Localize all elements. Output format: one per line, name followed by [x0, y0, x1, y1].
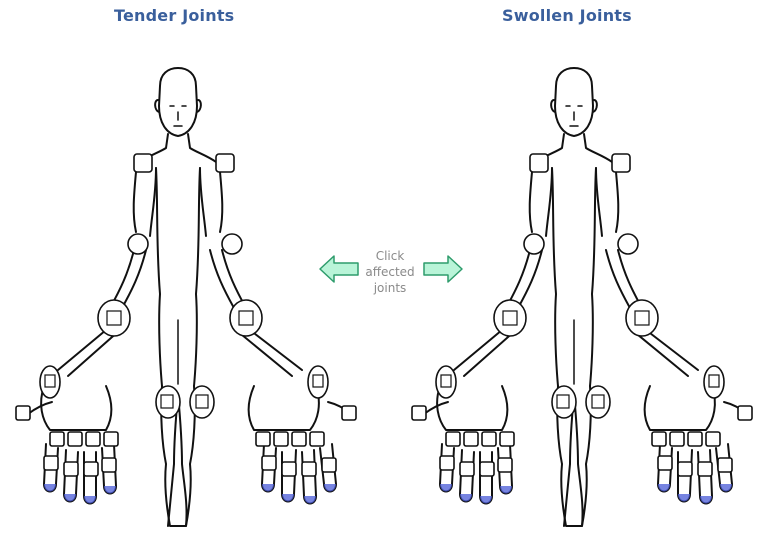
- hint-line-2: affected: [360, 264, 420, 280]
- joint-mcp-4-left[interactable]: [292, 432, 306, 446]
- swollen-joint-mcp-3-right[interactable]: [464, 432, 478, 446]
- joint-knee-left[interactable]: [190, 386, 214, 418]
- joint-mcp-2-left[interactable]: [256, 432, 270, 446]
- joint-shoulder-right[interactable]: [134, 154, 152, 172]
- joint-pip-4-right[interactable]: [84, 462, 98, 476]
- joint-wrist-right[interactable]: [98, 300, 130, 336]
- swollen-joint-wrist-right[interactable]: [494, 300, 526, 336]
- joint-thumb-cmc-left[interactable]: [308, 366, 328, 398]
- swollen-joint-thumb-ip-right[interactable]: [412, 406, 426, 420]
- swollen-joint-thumb-cmc-left[interactable]: [704, 366, 724, 398]
- swollen-joint-pip-2-left[interactable]: [658, 456, 672, 470]
- swollen-joint-shoulder-left[interactable]: [612, 154, 630, 172]
- tender-body-diagram: [10, 64, 370, 534]
- joint-thumb-cmc-right[interactable]: [40, 366, 60, 398]
- arrow-left-icon: [318, 254, 360, 284]
- click-hint: Click affected joints: [318, 248, 464, 300]
- swollen-joint-knee-right[interactable]: [552, 386, 576, 418]
- swollen-joint-mcp-2-left[interactable]: [652, 432, 666, 446]
- swollen-joint-mcp-5-left[interactable]: [706, 432, 720, 446]
- joint-wrist-left[interactable]: [230, 300, 262, 336]
- joint-elbow-left[interactable]: [222, 234, 242, 254]
- joint-shoulder-left[interactable]: [216, 154, 234, 172]
- joint-pip-5-left[interactable]: [322, 458, 336, 472]
- swollen-joint-shoulder-right[interactable]: [530, 154, 548, 172]
- swollen-joint-wrist-left[interactable]: [626, 300, 658, 336]
- swollen-joint-mcp-4-left[interactable]: [688, 432, 702, 446]
- joint-mcp-2-right[interactable]: [50, 432, 64, 446]
- swollen-joint-elbow-right[interactable]: [524, 234, 544, 254]
- swollen-joint-mcp-5-right[interactable]: [500, 432, 514, 446]
- hint-line-3: joints: [360, 280, 420, 296]
- swollen-joint-pip-5-right[interactable]: [498, 458, 512, 472]
- swollen-joint-pip-5-left[interactable]: [718, 458, 732, 472]
- swollen-joint-pip-4-left[interactable]: [698, 462, 712, 476]
- hint-line-1: Click: [360, 248, 420, 264]
- joint-thumb-ip-right[interactable]: [16, 406, 30, 420]
- hint-text: Click affected joints: [360, 248, 420, 296]
- joint-pip-3-left[interactable]: [282, 462, 296, 476]
- joint-knee-right[interactable]: [156, 386, 180, 418]
- joint-pip-4-left[interactable]: [302, 462, 316, 476]
- swollen-joint-pip-4-right[interactable]: [480, 462, 494, 476]
- swollen-joints-title: Swollen Joints: [502, 6, 632, 25]
- swollen-joint-thumb-cmc-right[interactable]: [436, 366, 456, 398]
- tender-joints-title: Tender Joints: [114, 6, 234, 25]
- joint-mcp-5-left[interactable]: [310, 432, 324, 446]
- swollen-joint-mcp-2-right[interactable]: [446, 432, 460, 446]
- joint-mcp-4-right[interactable]: [86, 432, 100, 446]
- joint-elbow-right[interactable]: [128, 234, 148, 254]
- swollen-joint-pip-3-right[interactable]: [460, 462, 474, 476]
- joint-pip-2-left[interactable]: [262, 456, 276, 470]
- swollen-joint-mcp-3-left[interactable]: [670, 432, 684, 446]
- joint-mcp-3-left[interactable]: [274, 432, 288, 446]
- swollen-joint-pip-2-right[interactable]: [440, 456, 454, 470]
- swollen-joint-pip-3-left[interactable]: [678, 462, 692, 476]
- joint-pip-2-right[interactable]: [44, 456, 58, 470]
- joint-pip-3-right[interactable]: [64, 462, 78, 476]
- swollen-joint-thumb-ip-left[interactable]: [738, 406, 752, 420]
- joint-mcp-3-right[interactable]: [68, 432, 82, 446]
- joint-thumb-ip-left[interactable]: [342, 406, 356, 420]
- arrow-right-icon: [422, 254, 464, 284]
- joint-mcp-5-right[interactable]: [104, 432, 118, 446]
- joint-pip-5-right[interactable]: [102, 458, 116, 472]
- swollen-joint-mcp-4-right[interactable]: [482, 432, 496, 446]
- swollen-joint-knee-left[interactable]: [586, 386, 610, 418]
- swollen-joint-elbow-left[interactable]: [618, 234, 638, 254]
